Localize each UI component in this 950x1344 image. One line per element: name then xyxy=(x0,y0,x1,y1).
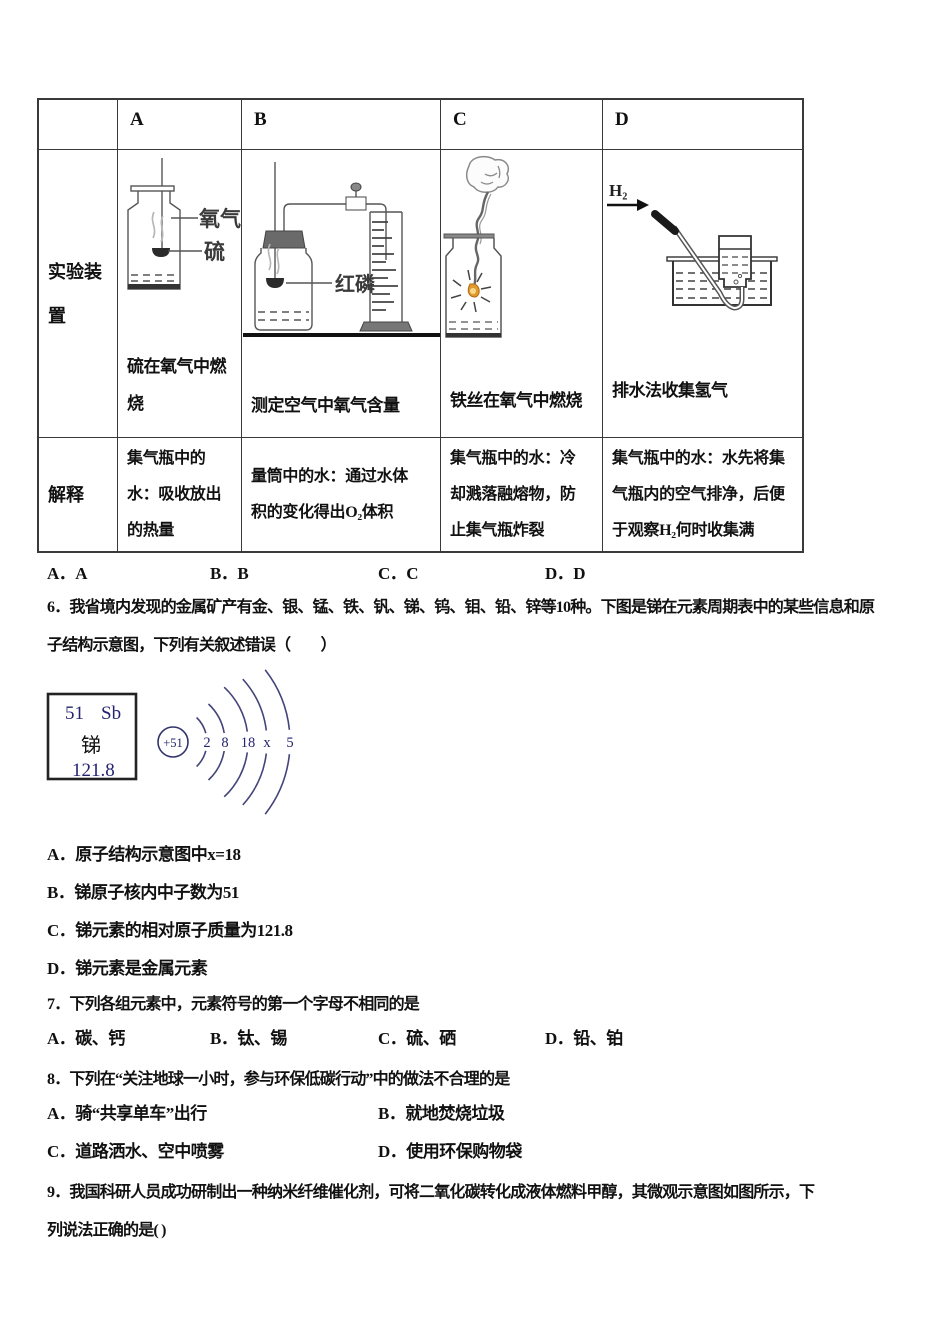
q8-option-d: D．使用环保购物袋 xyxy=(378,1142,522,1161)
shell-4-electrons: x xyxy=(263,735,271,751)
iron-wire-burning-diagram-icon xyxy=(443,155,510,338)
apparatus-cell-c: 铁丝在氧气中燃烧 xyxy=(441,150,603,438)
apparatus-cell-b: 红磷 测定空气中氧气含量 xyxy=(242,150,441,438)
question-9-text: 9．我国科研人员成功研制出一种纳米纤维催化剂，可将二氧化碳转化成液体燃料甲醇，其… xyxy=(47,1184,815,1239)
q5-option-b: B．B xyxy=(210,564,249,583)
table-corner-cell xyxy=(39,100,118,150)
element-symbol: Sb xyxy=(101,703,121,724)
question-7-options: A．碳、钙 B．钛、锡 C．硫、硒 D．铅、铂 xyxy=(47,1024,927,1048)
apparatus-caption-d: 排水法收集氢气 xyxy=(612,381,728,400)
q5-option-a: A．A xyxy=(47,564,88,583)
red-phosphorus-label: 红磷 xyxy=(335,272,375,296)
q6-option-d: D．锑元素是金属元素 xyxy=(47,959,208,978)
explain-cell-c: 集气瓶中的水：冷 却溅落融熔物，防 止集气瓶炸裂 xyxy=(441,438,603,551)
atomic-mass: 121.8 xyxy=(72,760,115,781)
question-7-text: 7．下列各组元素中，元素符号的第一个字母不相同的是 xyxy=(47,996,420,1013)
atom-shell-model: +51 2 8 18 x 5 xyxy=(157,669,294,815)
apparatus-row-label: 实验装置 xyxy=(39,150,118,438)
atomic-structure-diagram: 51 Sb 锑 121.8 +51 2 8 18 x 5 xyxy=(46,669,294,815)
q7-option-c: C．硫、硒 xyxy=(378,1029,456,1048)
nucleus-charge: +51 xyxy=(163,736,183,750)
apparatus-caption-b: 测定空气中氧气含量 xyxy=(251,396,400,415)
explain-cell-b: 量筒中的水：通过水体 积的变化得出O₂体积 xyxy=(242,438,441,551)
q7-option-a: A．碳、钙 xyxy=(47,1029,125,1048)
explain-cell-d: 集气瓶中的水：水先将集 气瓶内的空气排净，后便 于观察H₂何时收集满 xyxy=(612,449,785,539)
oxygen-label: 氧气 xyxy=(199,207,241,231)
oxygen-content-diagram-icon: 红磷 xyxy=(243,162,440,337)
col-header-b: B xyxy=(242,100,441,150)
q8-option-b: B．就地焚烧垃圾 xyxy=(378,1104,505,1123)
apparatus-caption-c: 铁丝在氧气中燃烧 xyxy=(450,391,583,410)
q7-option-b: B．钛、锡 xyxy=(210,1029,287,1048)
question-8-options-row1: A．骑“共享单车”出行 B．就地焚烧垃圾 xyxy=(47,1099,927,1123)
shell-3-electrons: 18 xyxy=(241,735,256,751)
question-6-text: 6．我省境内发现的金属矿产有金、银、锰、铁、钒、锑、钨、钼、铅、锌等10种。下图… xyxy=(47,599,875,654)
explain-row-label: 解释 xyxy=(39,438,118,551)
sulfur-label: 硫 xyxy=(204,240,225,264)
element-name: 锑 xyxy=(81,734,101,757)
explain-cell-a: 集气瓶中的 水：吸收放出 的热量 xyxy=(118,438,242,551)
q8-option-a: A．骑“共享单车”出行 xyxy=(47,1104,207,1123)
apparatus-cell-d: H₂ xyxy=(603,150,802,438)
question-8-options-row2: C．道路洒水、空中喷雾 D．使用环保购物袋 xyxy=(47,1137,927,1161)
apparatus-caption-a: 硫在氧气中燃 烧 xyxy=(127,357,227,413)
q8-option-c: C．道路洒水、空中喷雾 xyxy=(47,1142,224,1161)
col-header-a: A xyxy=(118,100,242,150)
col-header-c: C xyxy=(441,100,603,150)
question-6-options: A．原子结构示意图中x=18 B．锑原子核内中子数为51 C．锑元素的相对原子质… xyxy=(47,836,293,988)
q5-option-d: D．D xyxy=(545,564,586,583)
question-8-text: 8．下列在“关注地球一小时，参与环保低碳行动”中的做法不合理的是 xyxy=(47,1071,510,1088)
apparatus-cell-a: 氧气 硫 硫在氧气中燃 烧 xyxy=(118,150,242,438)
shell-2-electrons: 8 xyxy=(221,735,228,751)
q6-option-b: B．锑原子核内中子数为51 xyxy=(47,883,239,902)
sulfur-burning-diagram-icon: 氧气 硫 xyxy=(127,158,241,290)
question5-table: A B C D 实验装置 氧气 xyxy=(37,98,804,553)
col-header-d: D xyxy=(603,100,802,150)
q5-option-c: C．C xyxy=(378,564,419,583)
atomic-number: 51 xyxy=(65,703,84,724)
q7-option-d: D．铅、铂 xyxy=(545,1029,623,1048)
hydrogen-collection-diagram-icon: H₂ xyxy=(607,181,778,311)
shell-1-electrons: 2 xyxy=(203,735,210,751)
q6-option-a: A．原子结构示意图中x=18 xyxy=(47,845,241,864)
shell-5-electrons: 5 xyxy=(286,735,293,751)
hydrogen-gas-label: H₂ xyxy=(609,181,627,200)
q6-option-c: C．锑元素的相对原子质量为121.8 xyxy=(47,921,293,940)
antimony-element-box: 51 Sb 锑 121.8 xyxy=(46,692,138,781)
